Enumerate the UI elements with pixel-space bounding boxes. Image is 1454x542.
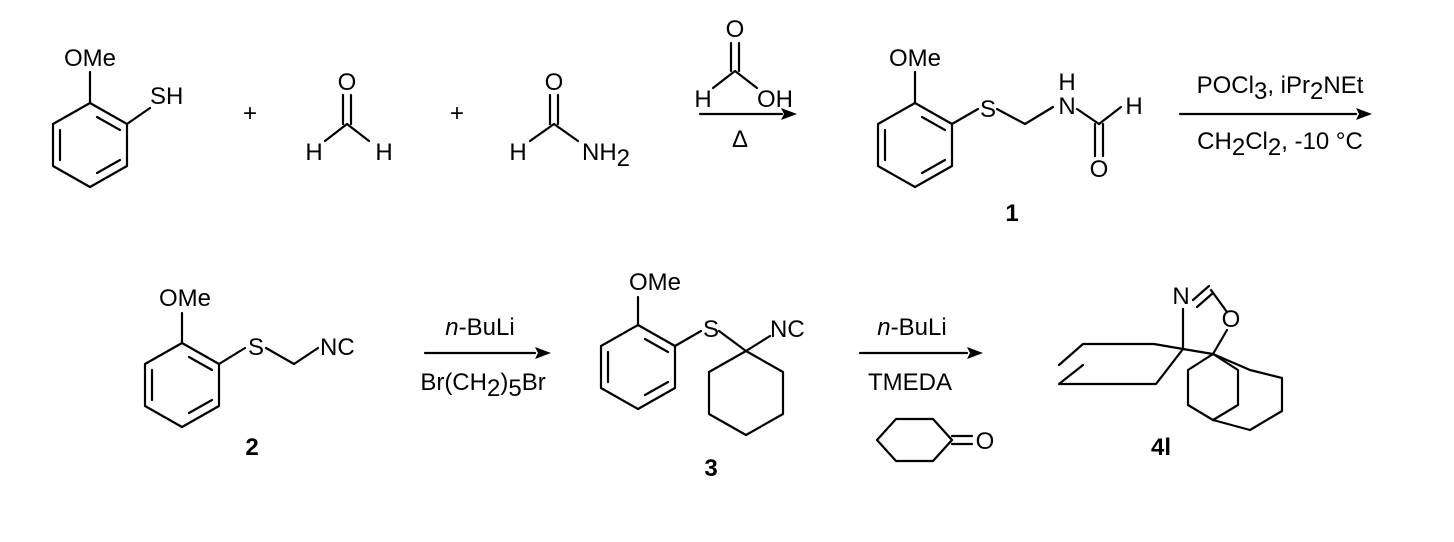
formic-acid-oh: OH [757, 86, 793, 113]
cyclohexanone-o: O [976, 428, 995, 455]
reactant-formamide: O H NH2 [509, 69, 630, 172]
c4-o: O [1222, 306, 1241, 333]
compound-4l: N O 4l [1057, 283, 1284, 461]
step3-alkylating-agent: Br(CH2)5Br [420, 369, 545, 402]
step4-additive: TMEDA [868, 369, 952, 396]
c3-s: S [703, 316, 719, 343]
formamide-o: O [545, 69, 564, 96]
compound-2-label: 2 [245, 434, 258, 461]
reactant-methoxythiophenol: OMe SH [51, 45, 183, 189]
c1-nh-h: H [1058, 69, 1075, 96]
step4-reagent: n-BuLi [877, 314, 946, 341]
compound-1: OMe S H N H O 1 [876, 45, 1143, 227]
step2-reagents: POCl3, iPr2NEt [1197, 72, 1364, 105]
step2-solvent: CH2Cl2, -10 °C [1197, 128, 1363, 161]
step3-reagent: n-BuLi [445, 314, 514, 341]
c2-nc: NC [320, 334, 355, 361]
c4-n: N [1172, 283, 1189, 310]
formic-acid-o: O [726, 16, 745, 43]
c2-s: S [248, 334, 264, 361]
reaction-arrow-4: n-BuLi TMEDA O [858, 314, 995, 463]
formic-acid-h: H [694, 86, 711, 113]
formamide-nh2: NH2 [582, 139, 630, 172]
c1-ome: OMe [889, 45, 941, 72]
reaction-arrow-3: n-BuLi Br(CH2)5Br [420, 314, 551, 402]
compound-2: OMe S NC 2 [143, 285, 355, 461]
compound-4l-label: 4l [1151, 434, 1171, 461]
compound-3-label: 3 [704, 455, 717, 482]
heat-symbol: Δ [732, 126, 748, 153]
c1-cho-h: H [1125, 93, 1142, 120]
compound-3: OMe S NC 3 [599, 269, 805, 482]
formaldehyde-o: O [338, 69, 357, 96]
sh-label: SH [150, 83, 183, 110]
formaldehyde-h-right: H [375, 139, 392, 166]
reaction-arrow-2: POCl3, iPr2NEt CH2Cl2, -10 °C [1178, 72, 1372, 161]
c2-ome: OMe [159, 285, 211, 312]
ome-label: OMe [64, 45, 116, 72]
reactant-formaldehyde: O H H [305, 69, 392, 166]
c3-nc: NC [770, 316, 805, 343]
c3-ome: OMe [629, 269, 681, 296]
c1-n: N [1058, 93, 1075, 120]
plus-sign-1: + [243, 100, 257, 127]
reaction-arrow-1: O H OH Δ [694, 16, 797, 153]
c1-s: S [980, 96, 996, 123]
plus-sign-2: + [450, 100, 464, 127]
c1-o: O [1090, 156, 1109, 183]
formaldehyde-h-left: H [305, 139, 322, 166]
formamide-h: H [509, 139, 526, 166]
compound-1-label: 1 [1005, 200, 1018, 227]
